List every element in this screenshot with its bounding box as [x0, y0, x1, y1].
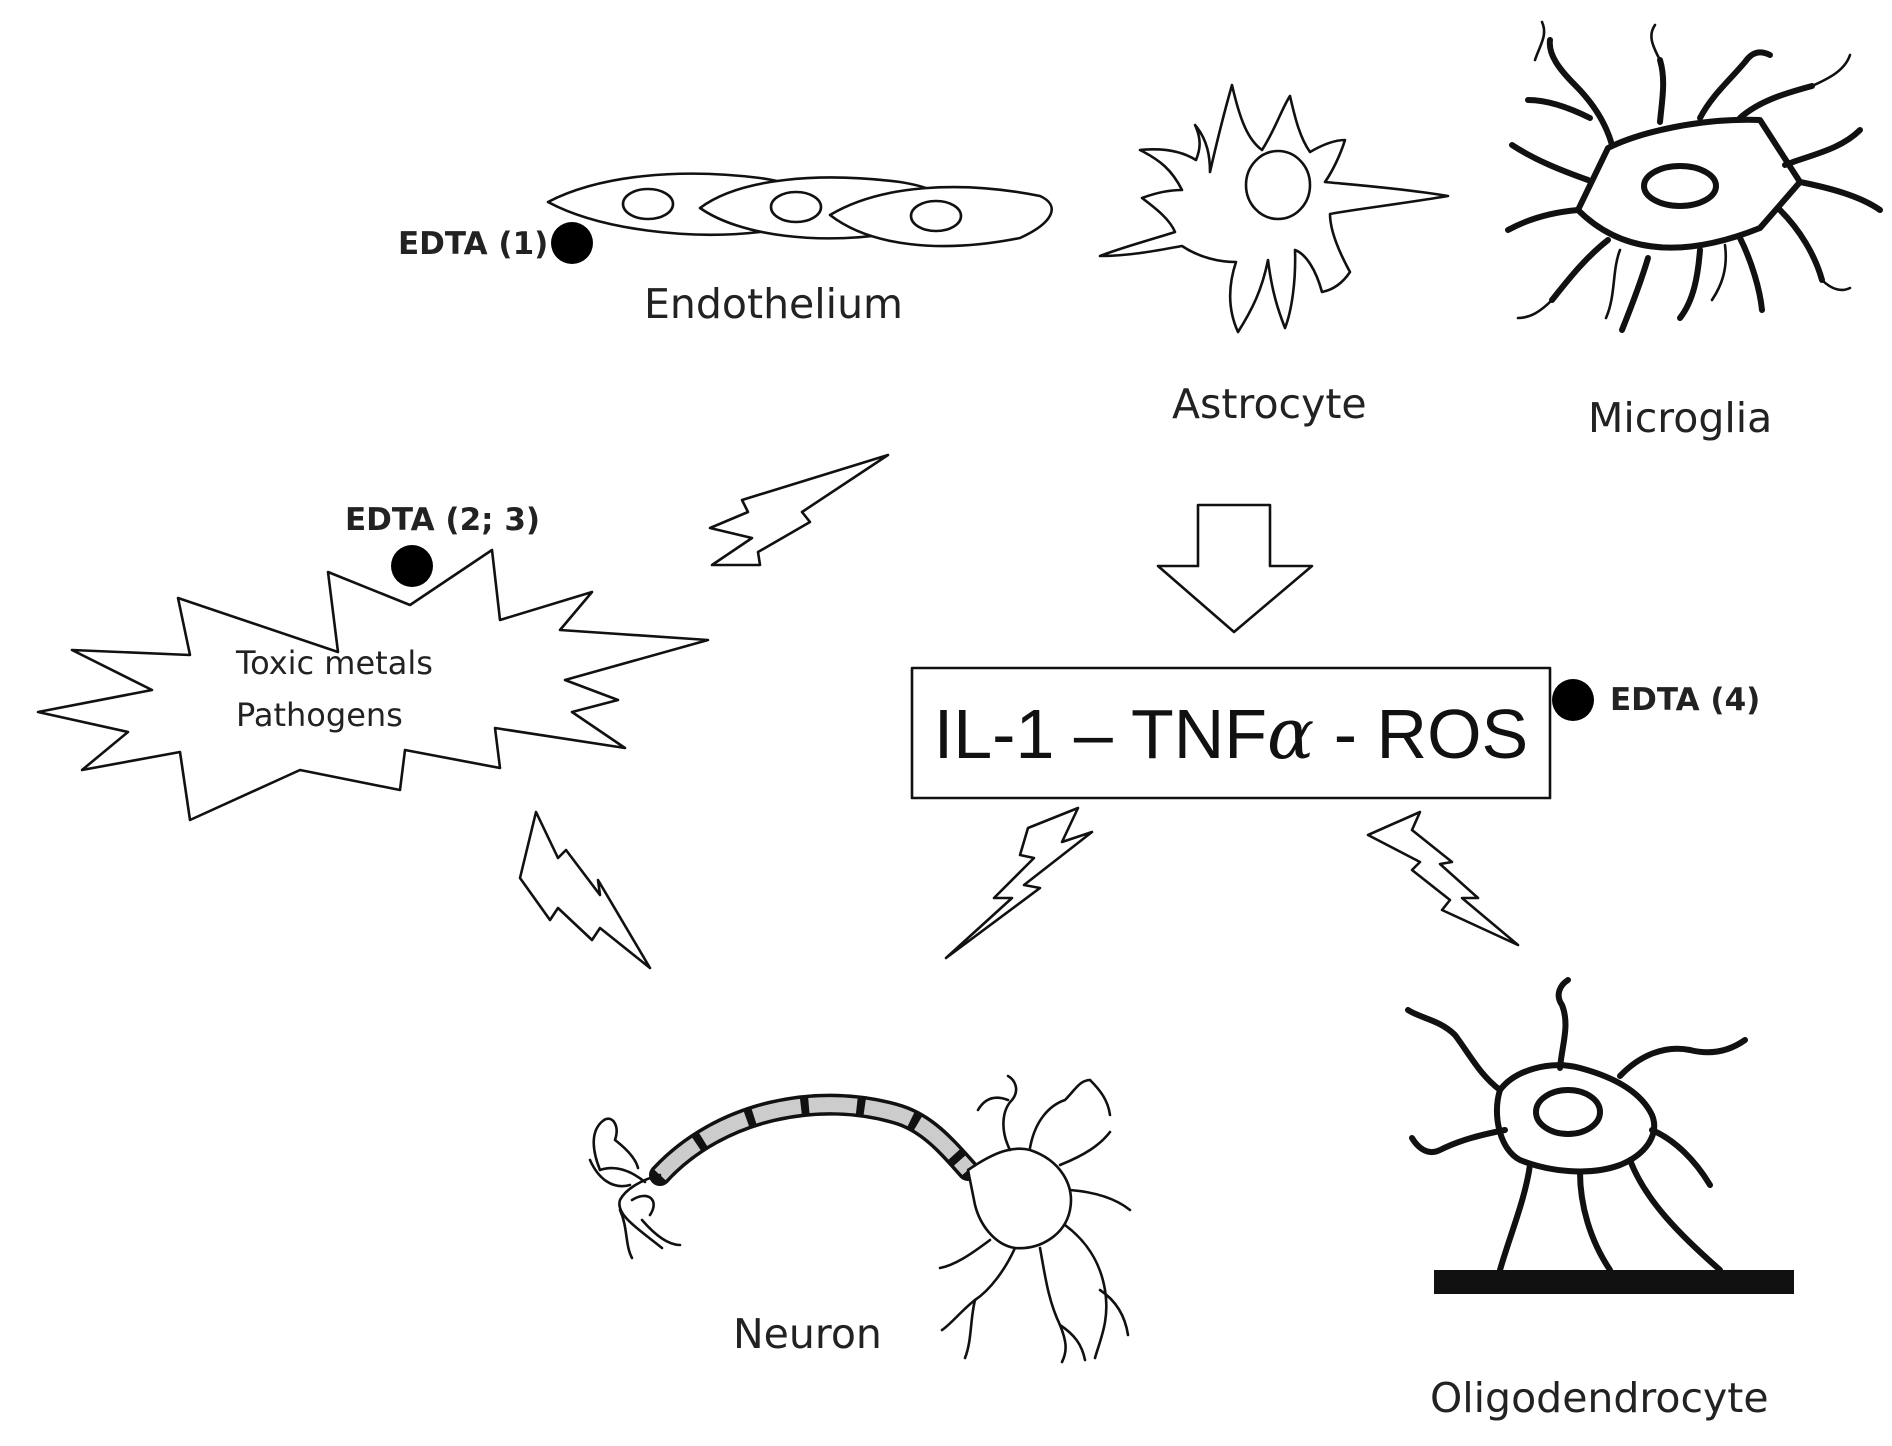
lightning-bolt-icon — [944, 806, 1094, 960]
stressor-line-1: Toxic metals — [235, 644, 433, 682]
edta-2-3-label: EDTA (2; 3) — [345, 502, 540, 538]
neuron-label: Neuron — [733, 1310, 882, 1358]
lightning-bolt-icon — [518, 810, 652, 970]
neuron-illustration — [588, 1074, 1132, 1364]
mediators-prefix: IL-1 – TNF — [934, 695, 1267, 773]
astrocyte-label: Astrocyte — [1172, 380, 1367, 428]
microglia-label: Microglia — [1588, 394, 1772, 442]
edta-2-3-dot — [391, 545, 433, 587]
myelin-sheath-bar — [1434, 1270, 1794, 1294]
mediators-alpha: α — [1267, 693, 1314, 775]
microglia-illustration — [1505, 20, 1883, 333]
stressor-line-2: Pathogens — [236, 696, 403, 734]
down-arrow-icon — [1156, 503, 1314, 634]
endothelium-label: Endothelium — [644, 280, 903, 328]
mediators-suffix: - ROS — [1314, 695, 1528, 773]
edta-4-label: EDTA (4) — [1610, 682, 1760, 718]
mediators-box — [910, 666, 1552, 800]
stressor-burst — [36, 548, 710, 822]
endothelium-illustration — [546, 172, 1053, 248]
lightning-bolt-icon — [708, 453, 890, 567]
oligodendrocyte-label: Oligodendrocyte — [1430, 1374, 1769, 1422]
edta-4-dot — [1552, 679, 1594, 721]
mediators-text: IL-1 – TNFα - ROS — [934, 693, 1528, 775]
edta-1-label: EDTA (1) — [398, 226, 548, 262]
edta-1-dot — [551, 222, 593, 264]
oligodendrocyte-illustration — [1405, 977, 1794, 1294]
lightning-bolt-icon — [1366, 810, 1520, 947]
astrocyte-illustration — [1098, 83, 1450, 334]
